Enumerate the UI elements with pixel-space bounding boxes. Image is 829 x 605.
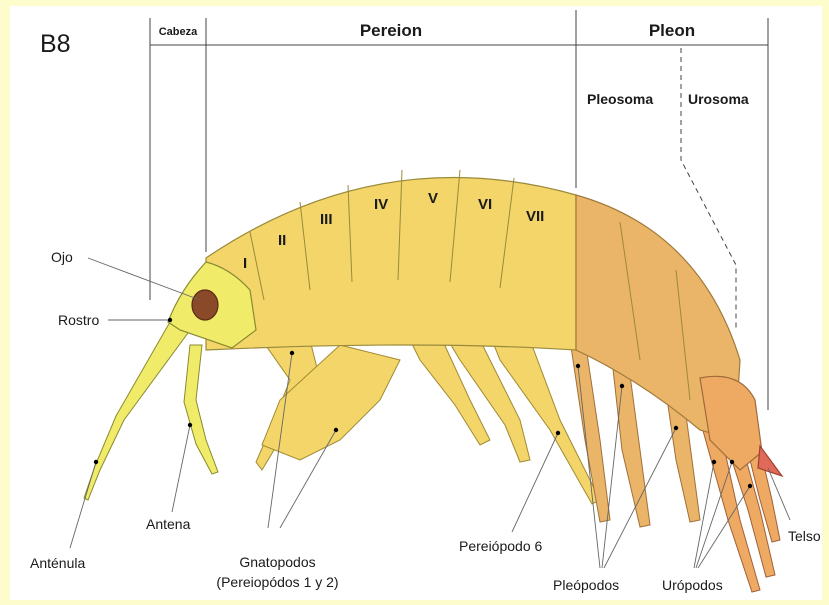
segment-label: I (243, 255, 247, 272)
dot (556, 431, 560, 435)
segment-label: II (278, 232, 286, 249)
antena-leader (172, 425, 190, 512)
label-pleopodos: Pleópodos (553, 577, 619, 593)
dot (576, 364, 580, 368)
ojo-leader (88, 258, 200, 300)
section-cabeza: Cabeza (150, 26, 206, 38)
segment-label: IV (374, 196, 388, 213)
dot (188, 423, 192, 427)
antennae (84, 322, 218, 500)
dot (748, 484, 752, 488)
antenula-leader (70, 462, 96, 548)
dot (94, 460, 98, 464)
label-uropodos: Urópodos (662, 577, 723, 593)
dot (674, 426, 678, 430)
label-pereiopodo6: Pereiópodo 6 (459, 538, 542, 554)
label-ojo: Ojo (51, 249, 73, 265)
section-pleon: Pleon (576, 21, 768, 41)
antennule (84, 322, 196, 500)
segment-label: V (428, 190, 438, 207)
panel-label: B8 (40, 30, 71, 59)
label-antenula: Anténula (30, 555, 85, 571)
legs (255, 330, 600, 504)
dot (290, 351, 294, 355)
pereion-body (206, 178, 576, 350)
segment-label: VII (526, 208, 544, 225)
section-pleosoma: Pleosoma (587, 91, 653, 107)
antenna-appendage (184, 345, 218, 474)
label-telso: Telso (788, 528, 821, 544)
section-urosoma: Urosoma (688, 91, 749, 107)
label-antena: Antena (146, 516, 190, 532)
dot (168, 318, 172, 322)
urosoma-body (700, 376, 762, 470)
label-gnatopodos-note: (Pereiopódos 1 y 2) (190, 574, 365, 590)
label-gnatopodos: Gnatopodos (190, 554, 365, 570)
segment-label: VI (478, 196, 492, 213)
dot (620, 384, 624, 388)
dot (334, 428, 338, 432)
segment-label: III (320, 211, 333, 228)
label-rostro: Rostro (58, 312, 99, 328)
dot (730, 460, 734, 464)
dot (712, 460, 716, 464)
section-pereion: Pereion (206, 21, 576, 41)
eye-spot (192, 290, 218, 320)
